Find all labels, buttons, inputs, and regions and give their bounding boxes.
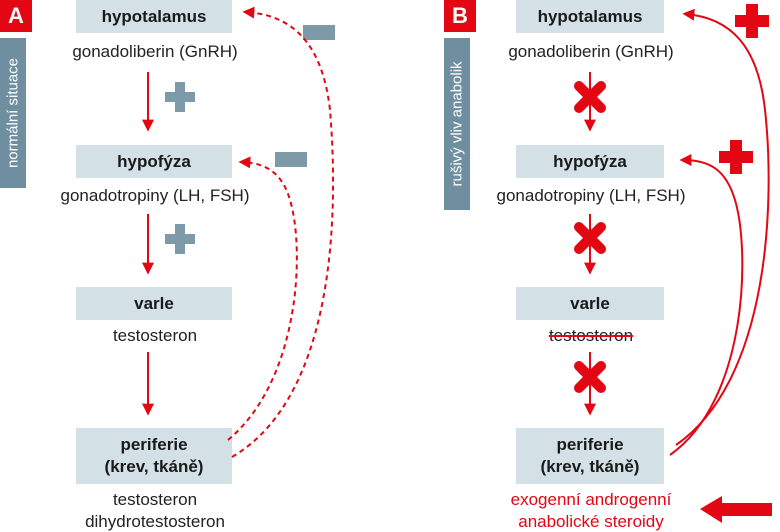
periferie-label-b: periferie [556,435,624,454]
block-cross-icon [574,222,606,254]
minus-icon [303,25,335,40]
minus-icon [275,152,307,167]
hormone-testosteron-b-crossed: testosteron [548,326,634,345]
feedback-curve-hypofyza-a [227,156,298,441]
block-cross-icon [574,361,606,393]
box-hypofyza-b: hypofýza [516,145,664,178]
panel-a-side-label: normální situace [0,38,26,188]
feedback-curve-hypotalamus-a [231,6,335,458]
feedback-curve-hypotalamus-b [675,8,770,446]
periferie-label-a: periferie [120,435,188,454]
hormone-dht-a: dihydrotestosteron [85,512,225,531]
box-hypotalamus-a: hypotalamus [76,0,232,33]
hormone-lh-fsh-a: gonadotropiny (LH, FSH) [60,186,250,205]
box-periferie-a: periferie (krev, tkáně) [76,428,232,484]
box-hypofyza-a: hypofýza [76,145,232,178]
exogenous-input-arrow-icon [700,496,772,523]
exogenous-steroids-line2: anabolické steroidy [518,512,664,531]
hormone-gnrh-a: gonadoliberin (GnRH) [72,42,238,61]
krev-tkane-label-a: (krev, tkáně) [104,457,204,476]
exogenous-steroids-line1: exogenní androgenní [510,490,672,509]
box-varle-a: varle [76,287,232,320]
hormone-testosteron-a: testosteron [112,326,198,345]
box-varle-b: varle [516,287,664,320]
box-hypotalamus-b: hypotalamus [516,0,664,33]
panel-a-badge: A [0,0,32,32]
hormone-lh-fsh-b: gonadotropiny (LH, FSH) [496,186,686,205]
panel-b-badge: B [444,0,476,32]
krev-tkane-label-b: (krev, tkáně) [540,457,640,476]
hormone-gnrh-b: gonadoliberin (GnRH) [508,42,674,61]
feedback-curve-hypofyza-b [669,154,744,456]
panel-b-side-label: rušivý vliv anabolik [444,38,470,210]
box-periferie-b: periferie (krev, tkáně) [516,428,664,484]
block-cross-icon [574,81,606,113]
hormone-testosteron-periferie-a: testosteron [112,490,198,509]
